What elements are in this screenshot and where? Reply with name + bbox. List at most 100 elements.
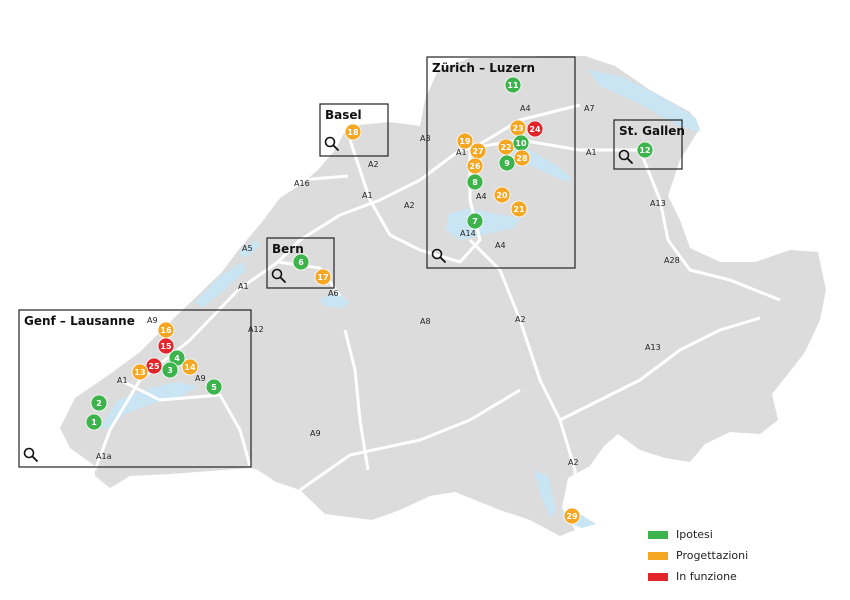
- project-marker[interactable]: 15: [157, 337, 175, 355]
- highway-label: A1: [456, 148, 467, 157]
- project-marker[interactable]: 1: [85, 413, 103, 431]
- project-marker[interactable]: 12: [636, 141, 654, 159]
- project-marker[interactable]: 6: [292, 253, 310, 271]
- zoom-box-title: Bern: [272, 242, 304, 256]
- project-marker[interactable]: 25: [145, 357, 163, 375]
- marker-circle: [636, 141, 654, 159]
- magnifier-icon[interactable]: [618, 149, 633, 164]
- lake-lucerne: [446, 208, 520, 240]
- project-marker[interactable]: 29: [563, 507, 581, 525]
- zoom-box-title: Basel: [325, 108, 362, 122]
- marker-circle: [314, 268, 332, 286]
- project-marker[interactable]: 21: [510, 200, 528, 218]
- marker-circle: [493, 186, 511, 204]
- legend-swatch-green: [648, 530, 668, 539]
- highway-label: A3: [420, 134, 431, 143]
- marker-circle: [510, 200, 528, 218]
- legend-item-in-funzione: In funzione: [648, 566, 748, 587]
- legend: Ipotesi Progettazioni In funzione: [648, 524, 748, 587]
- marker-number: 22: [500, 143, 511, 152]
- lake-maggiore: [534, 470, 556, 518]
- marker-circle: [526, 120, 544, 138]
- zoom-box-st-gallen[interactable]: St. Gallen: [613, 119, 685, 170]
- project-marker[interactable]: 22: [497, 138, 515, 156]
- marker-number: 23: [512, 124, 523, 133]
- highway-label: A2: [404, 201, 415, 210]
- marker-number: 12: [639, 146, 650, 155]
- marker-circle: [205, 378, 223, 396]
- magnifier-icon[interactable]: [324, 136, 339, 151]
- project-marker[interactable]: 2: [90, 394, 108, 412]
- marker-number: 15: [160, 342, 172, 351]
- lake-neuchatel: [195, 262, 246, 308]
- highway-label: A9: [310, 429, 321, 438]
- highway-label: A1: [362, 191, 373, 200]
- marker-number: 6: [298, 258, 304, 267]
- highway-network: [93, 103, 781, 515]
- marker-circle: [292, 253, 310, 271]
- highway-label: A7: [584, 104, 595, 113]
- marker-number: 28: [516, 154, 528, 163]
- project-marker[interactable]: 4: [168, 349, 186, 367]
- project-marker[interactable]: 9: [498, 154, 516, 172]
- zoom-box-bern[interactable]: Bern: [266, 237, 335, 289]
- marker-number: 10: [515, 139, 527, 148]
- highway-label: A4: [520, 104, 531, 113]
- project-marker[interactable]: 19: [456, 132, 474, 150]
- marker-circle: [466, 173, 484, 191]
- project-marker[interactable]: 10: [512, 134, 530, 152]
- marker-circle: [563, 507, 581, 525]
- legend-swatch-red: [648, 572, 668, 581]
- marker-circle: [344, 123, 362, 141]
- zoom-box-genf-lausanne[interactable]: Genf – Lausanne: [18, 309, 252, 468]
- project-marker[interactable]: 27: [469, 142, 487, 160]
- project-marker[interactable]: 3: [161, 361, 179, 379]
- zoom-box-title: Genf – Lausanne: [24, 314, 135, 328]
- project-marker[interactable]: 8: [466, 173, 484, 191]
- marker-circle: [498, 154, 516, 172]
- highway-label: A4: [476, 192, 487, 201]
- project-marker[interactable]: 28: [513, 149, 531, 167]
- project-marker[interactable]: 24: [526, 120, 544, 138]
- marker-number: 1: [91, 418, 97, 427]
- magnifier-icon[interactable]: [271, 268, 286, 283]
- magnifier-icon[interactable]: [23, 447, 38, 462]
- zoom-box-zurich-luzern[interactable]: Zürich – Luzern: [426, 56, 576, 269]
- marker-number: 19: [459, 137, 471, 146]
- highway-label: A1: [586, 148, 597, 157]
- project-marker[interactable]: 23: [509, 119, 527, 137]
- project-marker[interactable]: 11: [504, 76, 522, 94]
- magnifier-icon[interactable]: [431, 248, 446, 263]
- marker-number: 16: [160, 326, 172, 335]
- highway-label: A9: [147, 316, 158, 325]
- marker-circle: [466, 212, 484, 230]
- marker-number: 21: [513, 205, 525, 214]
- project-marker[interactable]: 7: [466, 212, 484, 230]
- marker-number: 8: [472, 178, 478, 187]
- highway-label: A4: [495, 241, 506, 250]
- project-marker[interactable]: 14: [181, 358, 199, 376]
- project-marker[interactable]: 17: [314, 268, 332, 286]
- highway-label: A2: [368, 160, 379, 169]
- marker-number: 20: [496, 191, 508, 200]
- zoom-box-frame: [18, 309, 252, 468]
- project-marker[interactable]: 26: [466, 157, 484, 175]
- marker-number: 18: [347, 128, 359, 137]
- project-marker[interactable]: 20: [493, 186, 511, 204]
- marker-number: 5: [211, 383, 217, 392]
- marker-number: 17: [317, 273, 328, 282]
- project-marker[interactable]: 5: [205, 378, 223, 396]
- highway-label: A8: [420, 317, 431, 326]
- lake-biel: [238, 240, 260, 258]
- project-marker[interactable]: 16: [157, 321, 175, 339]
- marker-number: 4: [174, 354, 180, 363]
- zoom-box-frame: [266, 237, 335, 289]
- highway-label: A16: [294, 179, 310, 188]
- project-marker[interactable]: 13: [131, 363, 149, 381]
- lake-geneva: [100, 382, 198, 428]
- highway-label: A6: [328, 289, 339, 298]
- zoom-box-frame: [319, 103, 389, 157]
- project-marker[interactable]: 18: [344, 123, 362, 141]
- zoom-box-basel[interactable]: Basel: [319, 103, 389, 157]
